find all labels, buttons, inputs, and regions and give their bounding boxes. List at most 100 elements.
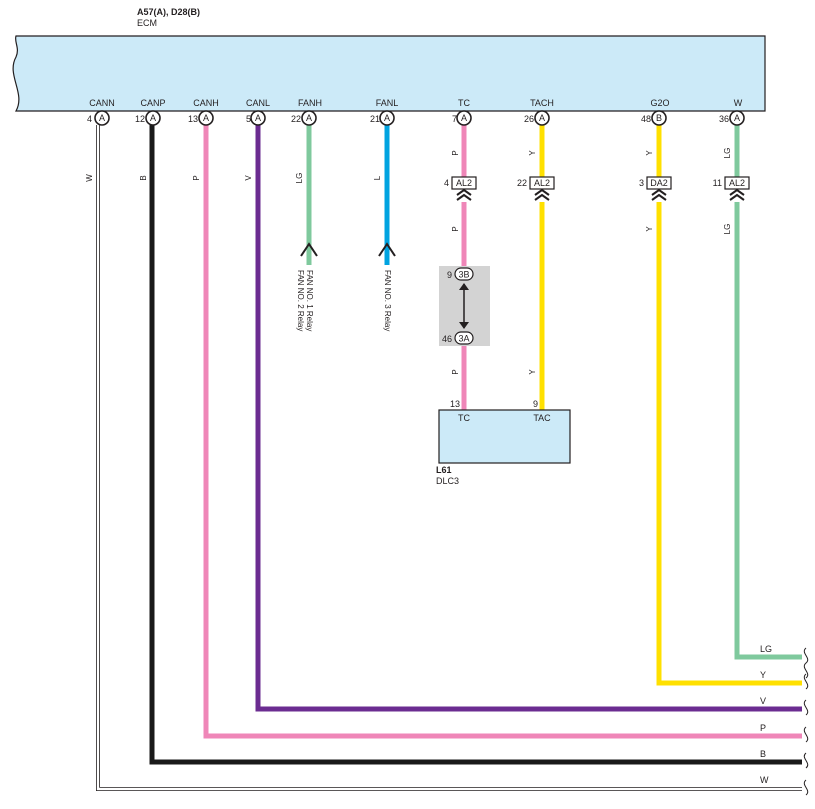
pin-circle-fanh: A (301, 110, 317, 126)
svg-text:A: A (384, 113, 390, 123)
wire-label-fanh: LG (295, 173, 304, 184)
pin-circles: A A A A A A A A (94, 110, 745, 126)
svg-text:22: 22 (517, 178, 527, 188)
svg-text:DA2: DA2 (650, 178, 668, 188)
dlc-name: DLC3 (436, 476, 459, 486)
right-label-v: V (760, 696, 766, 706)
pin-name-tach: TACH (530, 98, 554, 108)
pin-circle-w: A (729, 110, 745, 126)
pin-circle-fanl: A (379, 110, 395, 126)
connector-al2-w: 11 AL2 (713, 176, 750, 201)
dlc3-box: 13 9 TC TAC L61 DLC3 (436, 399, 571, 486)
pin-num-cann: 4 (87, 114, 92, 124)
junction-top-label: 3B (458, 270, 469, 280)
pin-name-w: W (734, 98, 743, 108)
wire-cann (96, 125, 802, 791)
break-marks (803, 647, 809, 796)
pin-circle-canl: A (250, 110, 266, 126)
svg-text:11: 11 (713, 178, 722, 188)
dlc-pin-tc-name: TC (458, 413, 470, 423)
right-label-p: P (760, 723, 766, 733)
dlc-pin-tac-name: TAC (533, 413, 551, 423)
svg-text:4: 4 (444, 178, 449, 188)
pin-circle-cann: A (94, 110, 110, 126)
wire-label-cann: W (85, 174, 94, 182)
pin-name-canl: CANL (246, 98, 270, 108)
svg-text:AL2: AL2 (534, 178, 550, 188)
svg-text:AL2: AL2 (456, 178, 472, 188)
dlc-pin-tc-num: 13 (450, 399, 460, 409)
wire-label-tach-bot: Y (528, 369, 537, 375)
pin-num-canh: 13 (188, 114, 198, 124)
wire-canl (255, 125, 802, 712)
wire-g2o-mid (656, 202, 802, 686)
junction-top-pin: 9 (447, 270, 452, 280)
dlc-id: L61 (436, 465, 452, 475)
wire-canp (149, 125, 802, 765)
pin-num-canl: 5 (246, 114, 251, 124)
pin-name-g2o: G2O (650, 98, 669, 108)
junction-bot-label: 3A (458, 334, 469, 344)
svg-text:B: B (656, 113, 662, 123)
pin-num-fanh: 22 (291, 114, 301, 124)
right-label-lg: LG (760, 644, 772, 654)
connector-al2-tach: 22 AL2 (517, 176, 555, 201)
pin-name-fanl: FANL (376, 98, 399, 108)
junction-bot-pin: 46 (442, 334, 452, 344)
svg-text:A: A (734, 113, 740, 123)
pin-num-tach: 26 (524, 114, 534, 124)
pin-num-canp: 12 (135, 114, 145, 124)
svg-text:A: A (539, 113, 545, 123)
dlc-pin-tac-num: 9 (533, 399, 538, 409)
svg-text:AL2: AL2 (729, 178, 745, 188)
pin-num-tc: 7 (452, 114, 457, 124)
right-label-b: B (760, 749, 766, 759)
pin-num-w: 36 (719, 114, 729, 124)
ecm-subtitle: ECM (137, 18, 157, 28)
relay-arrow-fanh (300, 242, 318, 257)
wire-label-w-top: LG (723, 148, 732, 159)
wire-label-fanl: L (373, 175, 382, 180)
pin-name-tc: TC (458, 98, 470, 108)
relay-label-fan3: FAN NO. 3 Relay (383, 270, 392, 331)
pin-num-g2o: 48 (641, 114, 651, 124)
right-label-y: Y (760, 670, 766, 680)
wire-label-tach-top: Y (528, 150, 537, 156)
svg-text:A: A (203, 113, 209, 123)
wire-label-canp: B (139, 175, 148, 180)
wire-label-canl: V (244, 175, 253, 181)
pin-circle-g2o: B (651, 110, 667, 126)
wire-label-g2o-mid: Y (645, 226, 654, 232)
junction-connector: 9 3B 46 3A (439, 266, 490, 346)
pin-circle-canp: A (145, 110, 161, 126)
svg-text:A: A (306, 113, 312, 123)
pin-name-cann: CANN (89, 98, 115, 108)
pin-circle-tach: A (534, 110, 550, 126)
pin-circle-tc: A (456, 110, 472, 126)
pin-num-fanl: 21 (370, 114, 380, 124)
connector-da2-g2o: 3 DA2 (639, 176, 672, 201)
wire-label-tc-top: P (451, 150, 460, 155)
wire-w-mid (734, 202, 802, 660)
svg-text:A: A (255, 113, 261, 123)
pin-circle-canh: A (198, 110, 214, 126)
svg-text:3: 3 (639, 178, 644, 188)
wire-canh (203, 125, 802, 739)
wire-label-tc-mid: P (451, 226, 460, 231)
pin-name-canh: CANH (193, 98, 219, 108)
pin-name-canp: CANP (140, 98, 165, 108)
wire-label-w-mid: LG (723, 224, 732, 235)
relay-label-fan1: FAN NO. 1 Relay (305, 270, 314, 331)
connector-al2-tc: 4 AL2 (444, 176, 477, 201)
relay-arrow-fanl (378, 242, 396, 257)
wire-label-g2o-top: Y (645, 150, 654, 156)
wire-label-tc-bot: P (451, 369, 460, 374)
pin-name-fanh: FANH (298, 98, 322, 108)
svg-text:A: A (461, 113, 467, 123)
relay-label-fan2: FAN NO. 2 Relay (296, 270, 305, 331)
ecm-title: A57(A), D28(B) (137, 7, 200, 17)
svg-text:A: A (150, 113, 156, 123)
svg-text:A: A (99, 113, 105, 123)
right-label-w: W (760, 775, 769, 785)
